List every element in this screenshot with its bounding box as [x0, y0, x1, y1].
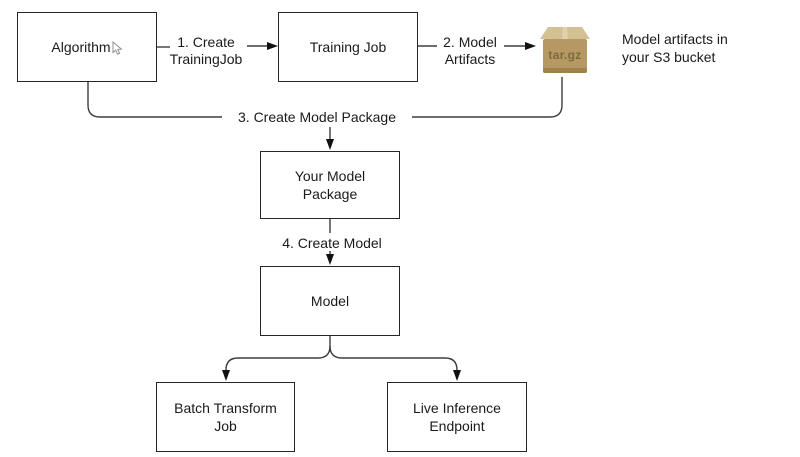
arrowhead-into-training-job	[267, 42, 278, 50]
node-algorithm: Algorithm	[17, 12, 157, 82]
node-model: Model	[260, 266, 400, 336]
edge-create-model-package-right	[412, 77, 563, 118]
arrowhead-into-batch-transform	[222, 370, 230, 381]
mouse-cursor-icon	[112, 41, 123, 55]
edge-fork-left	[225, 336, 331, 371]
edge-label-create-model-package: 3. Create Model Package	[238, 109, 396, 125]
arrowhead-into-model	[326, 254, 334, 265]
tar-gz-package-icon: tar.gz	[538, 26, 592, 76]
package-box-shape	[540, 27, 590, 73]
edge-fork-right	[329, 345, 458, 371]
node-algorithm-label: Algorithm	[51, 39, 111, 55]
edge-create-model-package-left	[87, 82, 222, 118]
edge-label-create-model: 4. Create Model	[282, 235, 382, 251]
node-batch-transform-job: Batch Transform Job	[156, 382, 295, 452]
arrowhead-into-tarball	[525, 42, 536, 50]
node-live-inference-endpoint: Live Inference Endpoint	[387, 382, 527, 452]
tar-gz-label: tar.gz	[548, 48, 582, 62]
s3-bucket-caption: Model artifacts in your S3 bucket	[622, 31, 728, 65]
edge-label-model-artifacts: 2. Model Artifacts	[443, 34, 497, 67]
arrowhead-into-your-model-package	[326, 139, 334, 150]
node-training-job: Training Job	[278, 12, 418, 82]
edge-label-create-training-job: 1. Create TrainingJob	[169, 34, 243, 67]
node-your-model-package: Your Model Package	[260, 151, 400, 219]
arrowhead-into-live-inference	[453, 370, 461, 381]
